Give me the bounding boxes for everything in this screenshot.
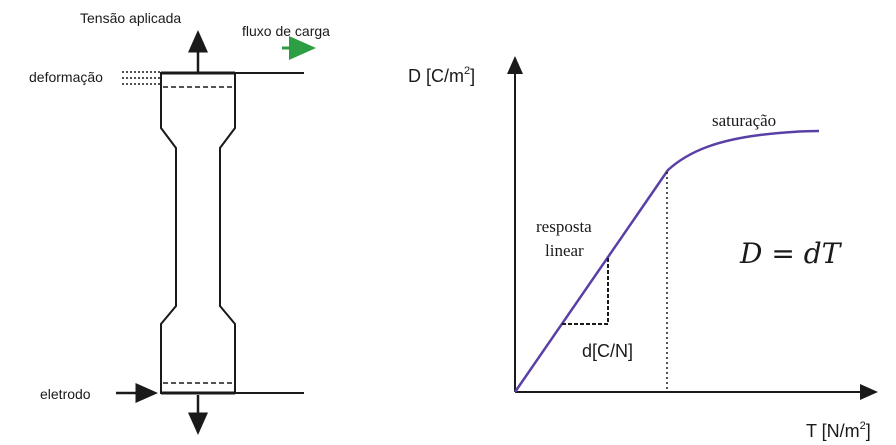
saturation-label: saturação [712,111,776,130]
linear-response-label-2: linear [545,241,584,260]
x-axis-label: T [N/m2] [806,420,871,441]
slope-label: d[C/N] [582,341,633,361]
charge-flow-label: fluxo de carga [242,23,330,39]
applied-stress-label: Tensão aplicada [80,10,181,26]
piezo-equation: D = dT [739,237,843,270]
linear-response-label-1: resposta [536,217,592,236]
polarization-graph: D [C/m2] T [N/m2] resposta linear satura… [408,56,878,441]
specimen-diagram: Tensão aplicada fluxo de carga deformaçã… [29,10,330,435]
response-curve [513,129,820,393]
deformation-label: deformação [29,69,103,85]
y-axis-label: D [C/m2] [408,65,475,86]
electrode-label: eletrodo [40,386,91,402]
specimen-outline [160,72,236,394]
